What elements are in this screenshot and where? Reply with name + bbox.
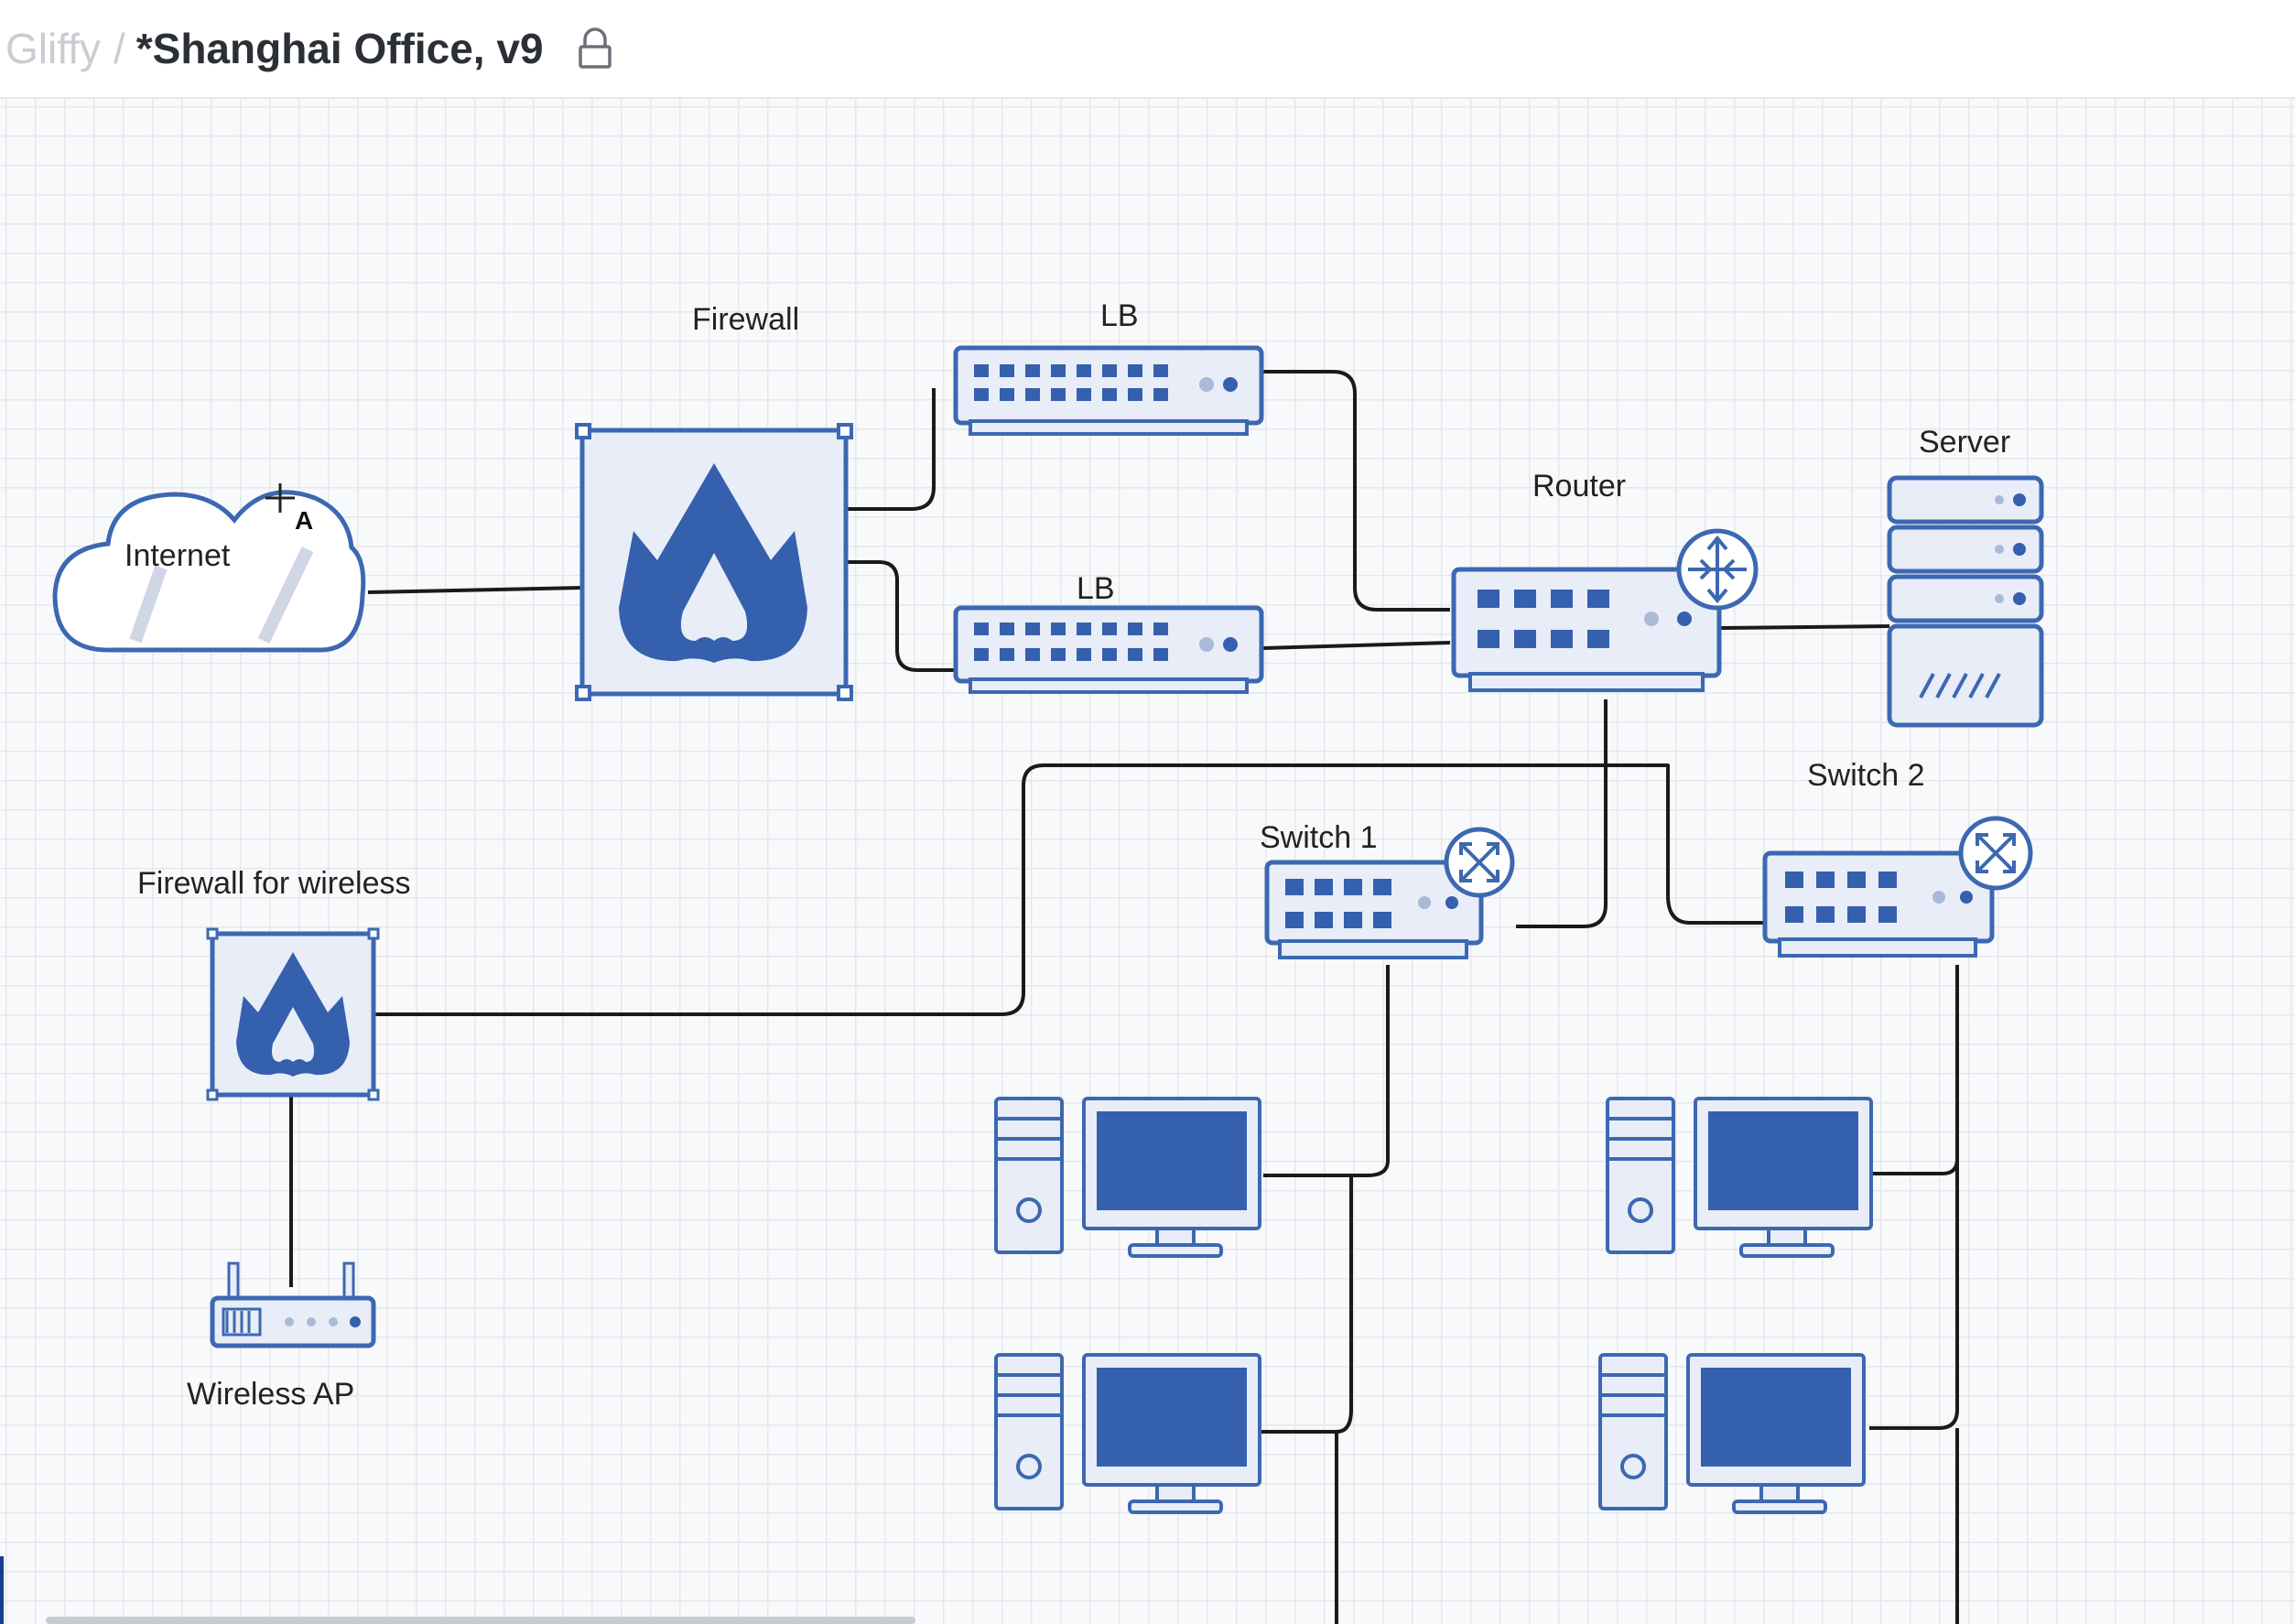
- title-bar: Gliffy / *Shanghai Office, v9: [0, 0, 2295, 99]
- wireless-ap-shape[interactable]: Wireless AP: [187, 1261, 376, 1412]
- label-internet: Internet: [124, 538, 231, 573]
- switch-arrows-icon: [1958, 816, 2033, 891]
- connector-fw-wireless-switch2: [373, 763, 1765, 1016]
- label-server: Server: [1919, 425, 2010, 460]
- workstation-1[interactable]: [994, 1097, 1261, 1258]
- switch1-shape[interactable]: Switch 1: [1260, 820, 1515, 959]
- label-lb-bottom: LB: [1077, 571, 1115, 606]
- connector-router-server: [1720, 624, 1890, 630]
- lock-icon[interactable]: [577, 27, 613, 70]
- connector-internet-firewall: [367, 586, 583, 594]
- connector-firewall-lb-bottom: [848, 560, 954, 672]
- flame-icon: [236, 952, 350, 1077]
- workstation-4[interactable]: [1598, 1353, 1866, 1514]
- connectors: [289, 370, 1959, 1624]
- connector-firewall-lb-top: [848, 388, 936, 511]
- workstation-3[interactable]: [1606, 1097, 1873, 1258]
- window-edge: [0, 1556, 4, 1624]
- connector-router-switch1: [1516, 699, 1608, 928]
- firewall-wireless-shape[interactable]: Firewall for wireless: [137, 866, 411, 1101]
- breadcrumb-app-link[interactable]: Gliffy: [5, 25, 101, 72]
- router-shape[interactable]: Router: [1451, 469, 1759, 692]
- flame-icon: [619, 463, 807, 663]
- connector-switch2-pc3: [1869, 965, 1959, 1175]
- cursor-text-tool: A: [295, 506, 313, 535]
- label-lb-top: LB: [1100, 298, 1139, 333]
- connector-switch2-pc4: [1869, 1159, 1959, 1430]
- horizontal-scrollbar[interactable]: [46, 1617, 915, 1624]
- label-wireless-ap: Wireless AP: [187, 1377, 354, 1412]
- router-arrows-icon: [1676, 528, 1759, 611]
- label-firewall: Firewall: [692, 302, 799, 337]
- connector-lb-bottom-router: [1262, 641, 1451, 650]
- workstation-2[interactable]: [994, 1353, 1261, 1514]
- breadcrumb-separator: /: [113, 25, 125, 72]
- connector-switch1-pcs: [1260, 965, 1390, 1434]
- server-shape[interactable]: Server: [1887, 425, 2044, 728]
- connector-lb-top-router: [1263, 370, 1450, 612]
- lb-bottom-shape[interactable]: LB: [953, 571, 1264, 694]
- lb-top-shape[interactable]: LB: [953, 298, 1264, 436]
- switch2-shape[interactable]: Switch 2: [1762, 758, 2033, 958]
- crosshair-cursor: A: [265, 483, 313, 535]
- label-switch1: Switch 1: [1260, 820, 1378, 855]
- network-diagram: Internet A Firewall LB LB: [52, 298, 2044, 1624]
- switch-arrows-icon: [1444, 827, 1515, 898]
- document-title[interactable]: *Shanghai Office, v9: [135, 25, 544, 72]
- internet-cloud-shape[interactable]: Internet A: [52, 483, 366, 653]
- diagram-canvas[interactable]: Internet A Firewall LB LB: [0, 99, 2295, 1624]
- label-switch2: Switch 2: [1807, 758, 1925, 793]
- breadcrumb: Gliffy / *Shanghai Office, v9: [5, 24, 544, 73]
- label-firewall-wireless: Firewall for wireless: [137, 866, 411, 901]
- firewall-shape[interactable]: Firewall: [575, 302, 853, 701]
- label-router: Router: [1532, 469, 1626, 503]
